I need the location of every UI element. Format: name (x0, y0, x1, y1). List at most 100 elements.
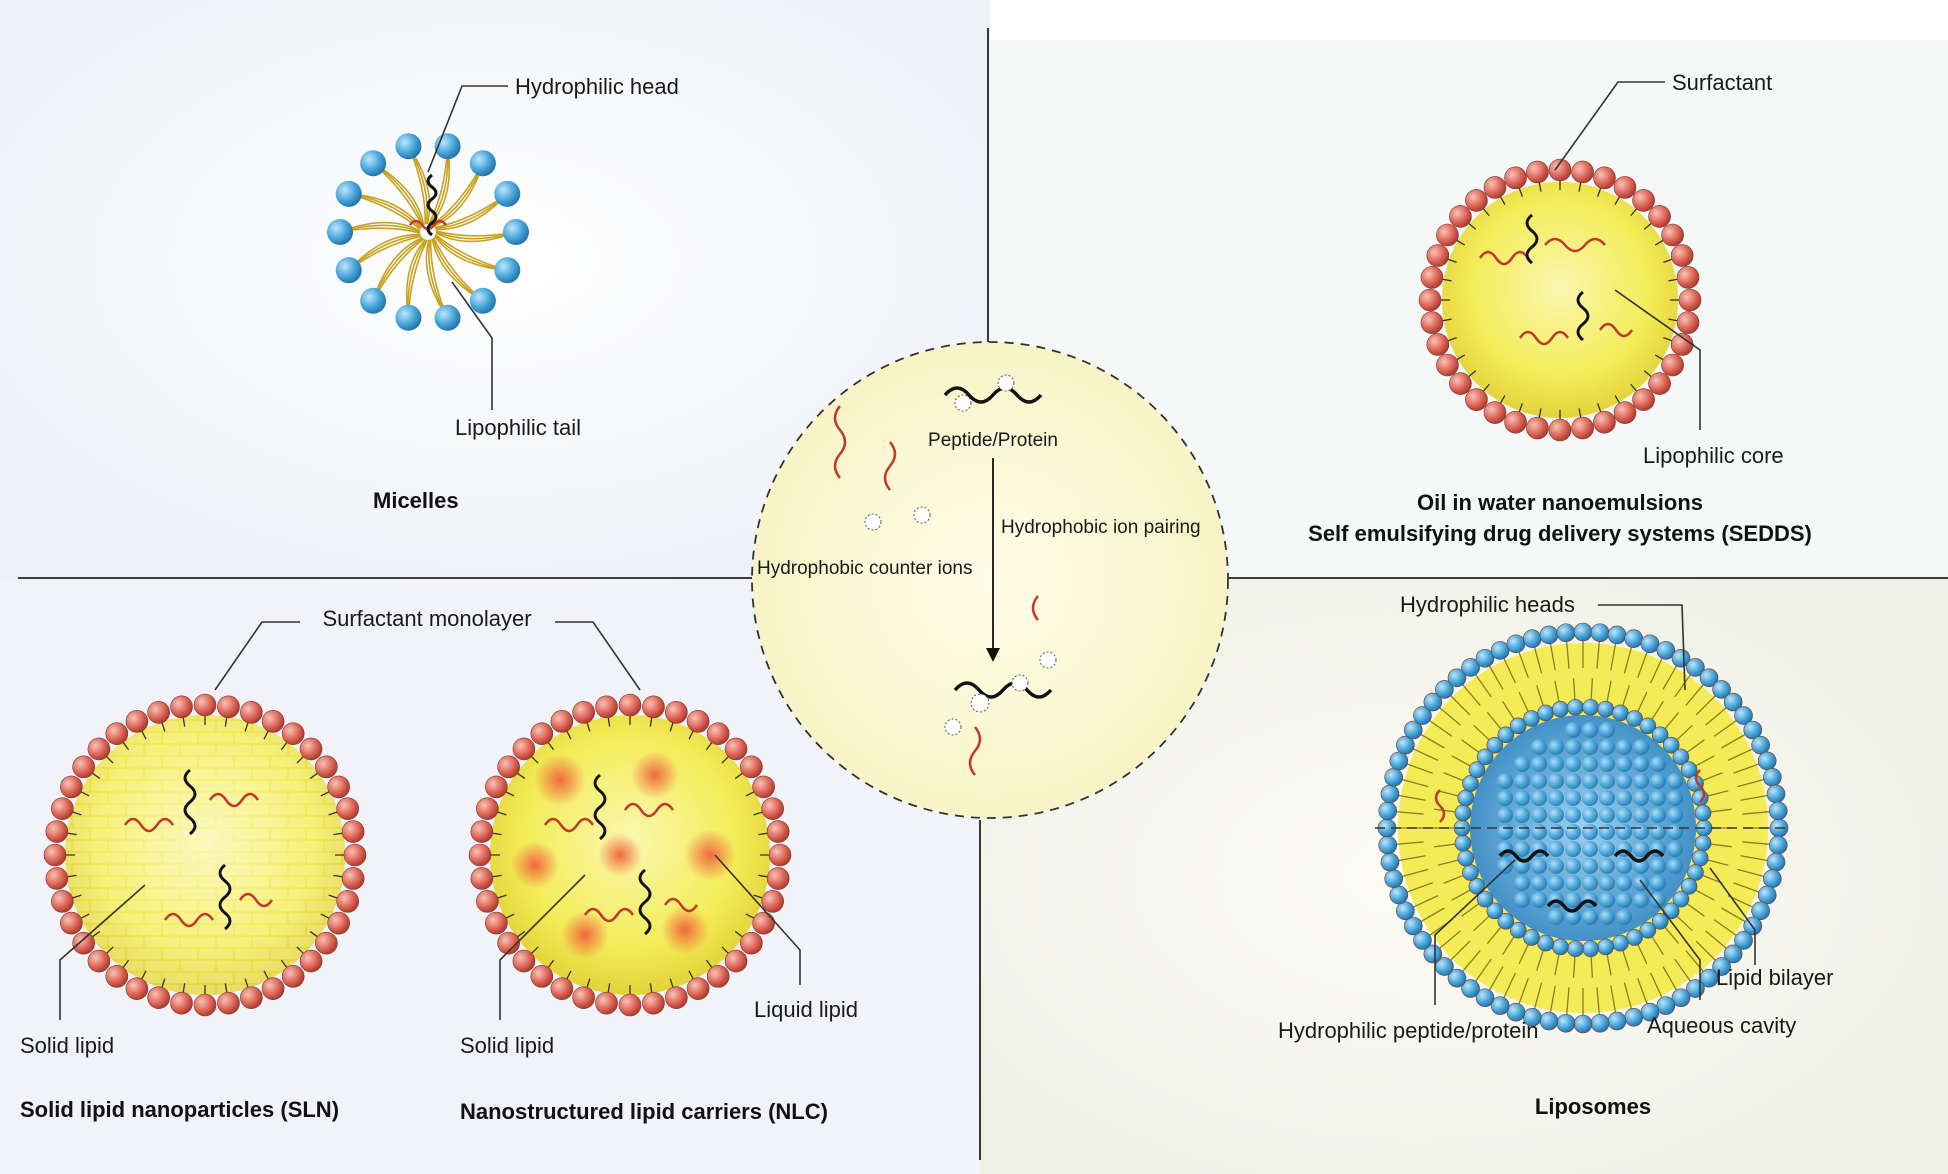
surfactant-bead (327, 911, 350, 935)
surfactant-bead (618, 993, 642, 1017)
surfactant-bead (1648, 372, 1671, 395)
water-bead (1565, 875, 1581, 891)
water-bead (1667, 790, 1683, 806)
sln-solid-leader-line (59, 884, 146, 1020)
surfactant-bead (1526, 416, 1549, 440)
surfactant-monolayer-label: Surfactant monolayer (322, 606, 531, 631)
surfactant-bead (105, 965, 129, 988)
inner-lipid-bead (1486, 902, 1504, 920)
hydrophilic-head-bead (494, 257, 521, 284)
surfactant-bead (1593, 166, 1616, 190)
water-bead (1599, 773, 1615, 789)
outer-lipid-bead (1699, 668, 1719, 688)
water-bead (1599, 858, 1615, 874)
outer-lipid-bead (1413, 931, 1432, 950)
water-bead (1565, 892, 1581, 908)
water-bead (1633, 807, 1649, 823)
surfactant-bead (1436, 223, 1459, 247)
water-bead (1650, 756, 1666, 772)
surfactant-bead (1661, 353, 1684, 377)
water-bead (1616, 739, 1632, 755)
hydrophilic-peptide-label: Hydrophilic peptide/protein (1278, 1018, 1539, 1043)
inner-lipid-bead (1523, 929, 1540, 946)
nlc-solid-leader-line (499, 874, 586, 1020)
counter-ion-chain (238, 892, 274, 908)
outer-lipid-bead (1461, 979, 1480, 998)
surfactant-bead (125, 977, 149, 1000)
inner-lipid-bead (1582, 698, 1599, 716)
surfactant-bead (1420, 311, 1444, 334)
surfactant-bead (1465, 388, 1488, 411)
counter-ion-chain (1598, 322, 1634, 338)
surfactant-bead (1504, 410, 1527, 434)
water-bead (1497, 807, 1513, 823)
minus-charge (970, 693, 990, 713)
liquid-lipid-droplet (684, 829, 736, 881)
surfactant-bead (281, 722, 305, 745)
surfactant-bead (240, 701, 263, 724)
surfactant-bead (72, 755, 95, 779)
liquid-lipid-droplet (534, 754, 586, 806)
surfactant-bead (336, 890, 359, 913)
water-bead (1582, 841, 1598, 857)
water-bead (1531, 790, 1547, 806)
hydrophilic-head-bead (395, 304, 422, 331)
paired-peptide-chain (953, 681, 1053, 699)
plus-charge (1039, 651, 1057, 669)
surfactant-heads (43, 693, 367, 1017)
water-bead (1548, 807, 1564, 823)
hydrophilic-head-bead (469, 287, 496, 314)
surfactant-label: Surfactant (1672, 70, 1772, 95)
surfactant-bead (336, 797, 359, 820)
outer-lipid-bead (1590, 623, 1610, 643)
peptide-chain (593, 773, 607, 841)
outer-lipid-bead (1378, 801, 1398, 821)
water-bead (1565, 807, 1581, 823)
water-bead (1616, 875, 1632, 891)
nlc-solid-lipid-label: Solid lipid (460, 1033, 554, 1058)
outer-lipid-bead (1573, 1014, 1593, 1034)
outer-lipid-bead (1556, 1013, 1576, 1033)
water-bead (1633, 773, 1649, 789)
outer-lipid-bead (1447, 968, 1467, 988)
water-bead (1616, 807, 1632, 823)
peptide-leader-line (1434, 859, 1516, 1005)
water-bead (1599, 841, 1615, 857)
inner-lipid-bead (1552, 938, 1569, 956)
surfactant-bead (485, 911, 508, 935)
water-bead (1616, 824, 1632, 840)
surfactant-bead (1449, 372, 1472, 395)
outer-lipid-bead (1380, 784, 1400, 804)
surfactant-bead (1418, 288, 1442, 312)
water-bead (1633, 790, 1649, 806)
outer-lipid-bead (1671, 988, 1691, 1008)
monolayer-leader-right (555, 621, 641, 691)
surfactant-bead (341, 867, 365, 890)
water-bead (1565, 722, 1581, 738)
inner-lipid-bead (1497, 912, 1515, 930)
water-bead (1514, 756, 1530, 772)
inner-lipid-bead (1672, 748, 1690, 766)
surfactant-bead (170, 991, 193, 1015)
outer-lipid-bead (1757, 885, 1777, 905)
surfactant-bead (341, 820, 365, 843)
inner-lipid-bead (1468, 877, 1486, 895)
inner-lipid-bead (1476, 890, 1494, 908)
surfactant-bead (60, 911, 83, 935)
cavity-leader-line (1639, 879, 1701, 1000)
hydrophilic-head-label: Hydrophilic head (515, 74, 679, 99)
bilayer-leader-line (1709, 867, 1756, 965)
water-bead (1616, 858, 1632, 874)
pairing-arrow-head (986, 648, 1000, 662)
peptide-chain (943, 386, 1043, 404)
water-bead (1582, 807, 1598, 823)
surfactant-bead (512, 949, 536, 973)
liquid-lipid-droplet (511, 841, 559, 889)
surfactant-bead (60, 775, 83, 799)
surfactant-bead (740, 931, 763, 955)
counter-ion-chain (543, 817, 595, 833)
lipophilic-tails (339, 145, 517, 319)
water-bead (1565, 858, 1581, 874)
water-bead (1548, 875, 1564, 891)
